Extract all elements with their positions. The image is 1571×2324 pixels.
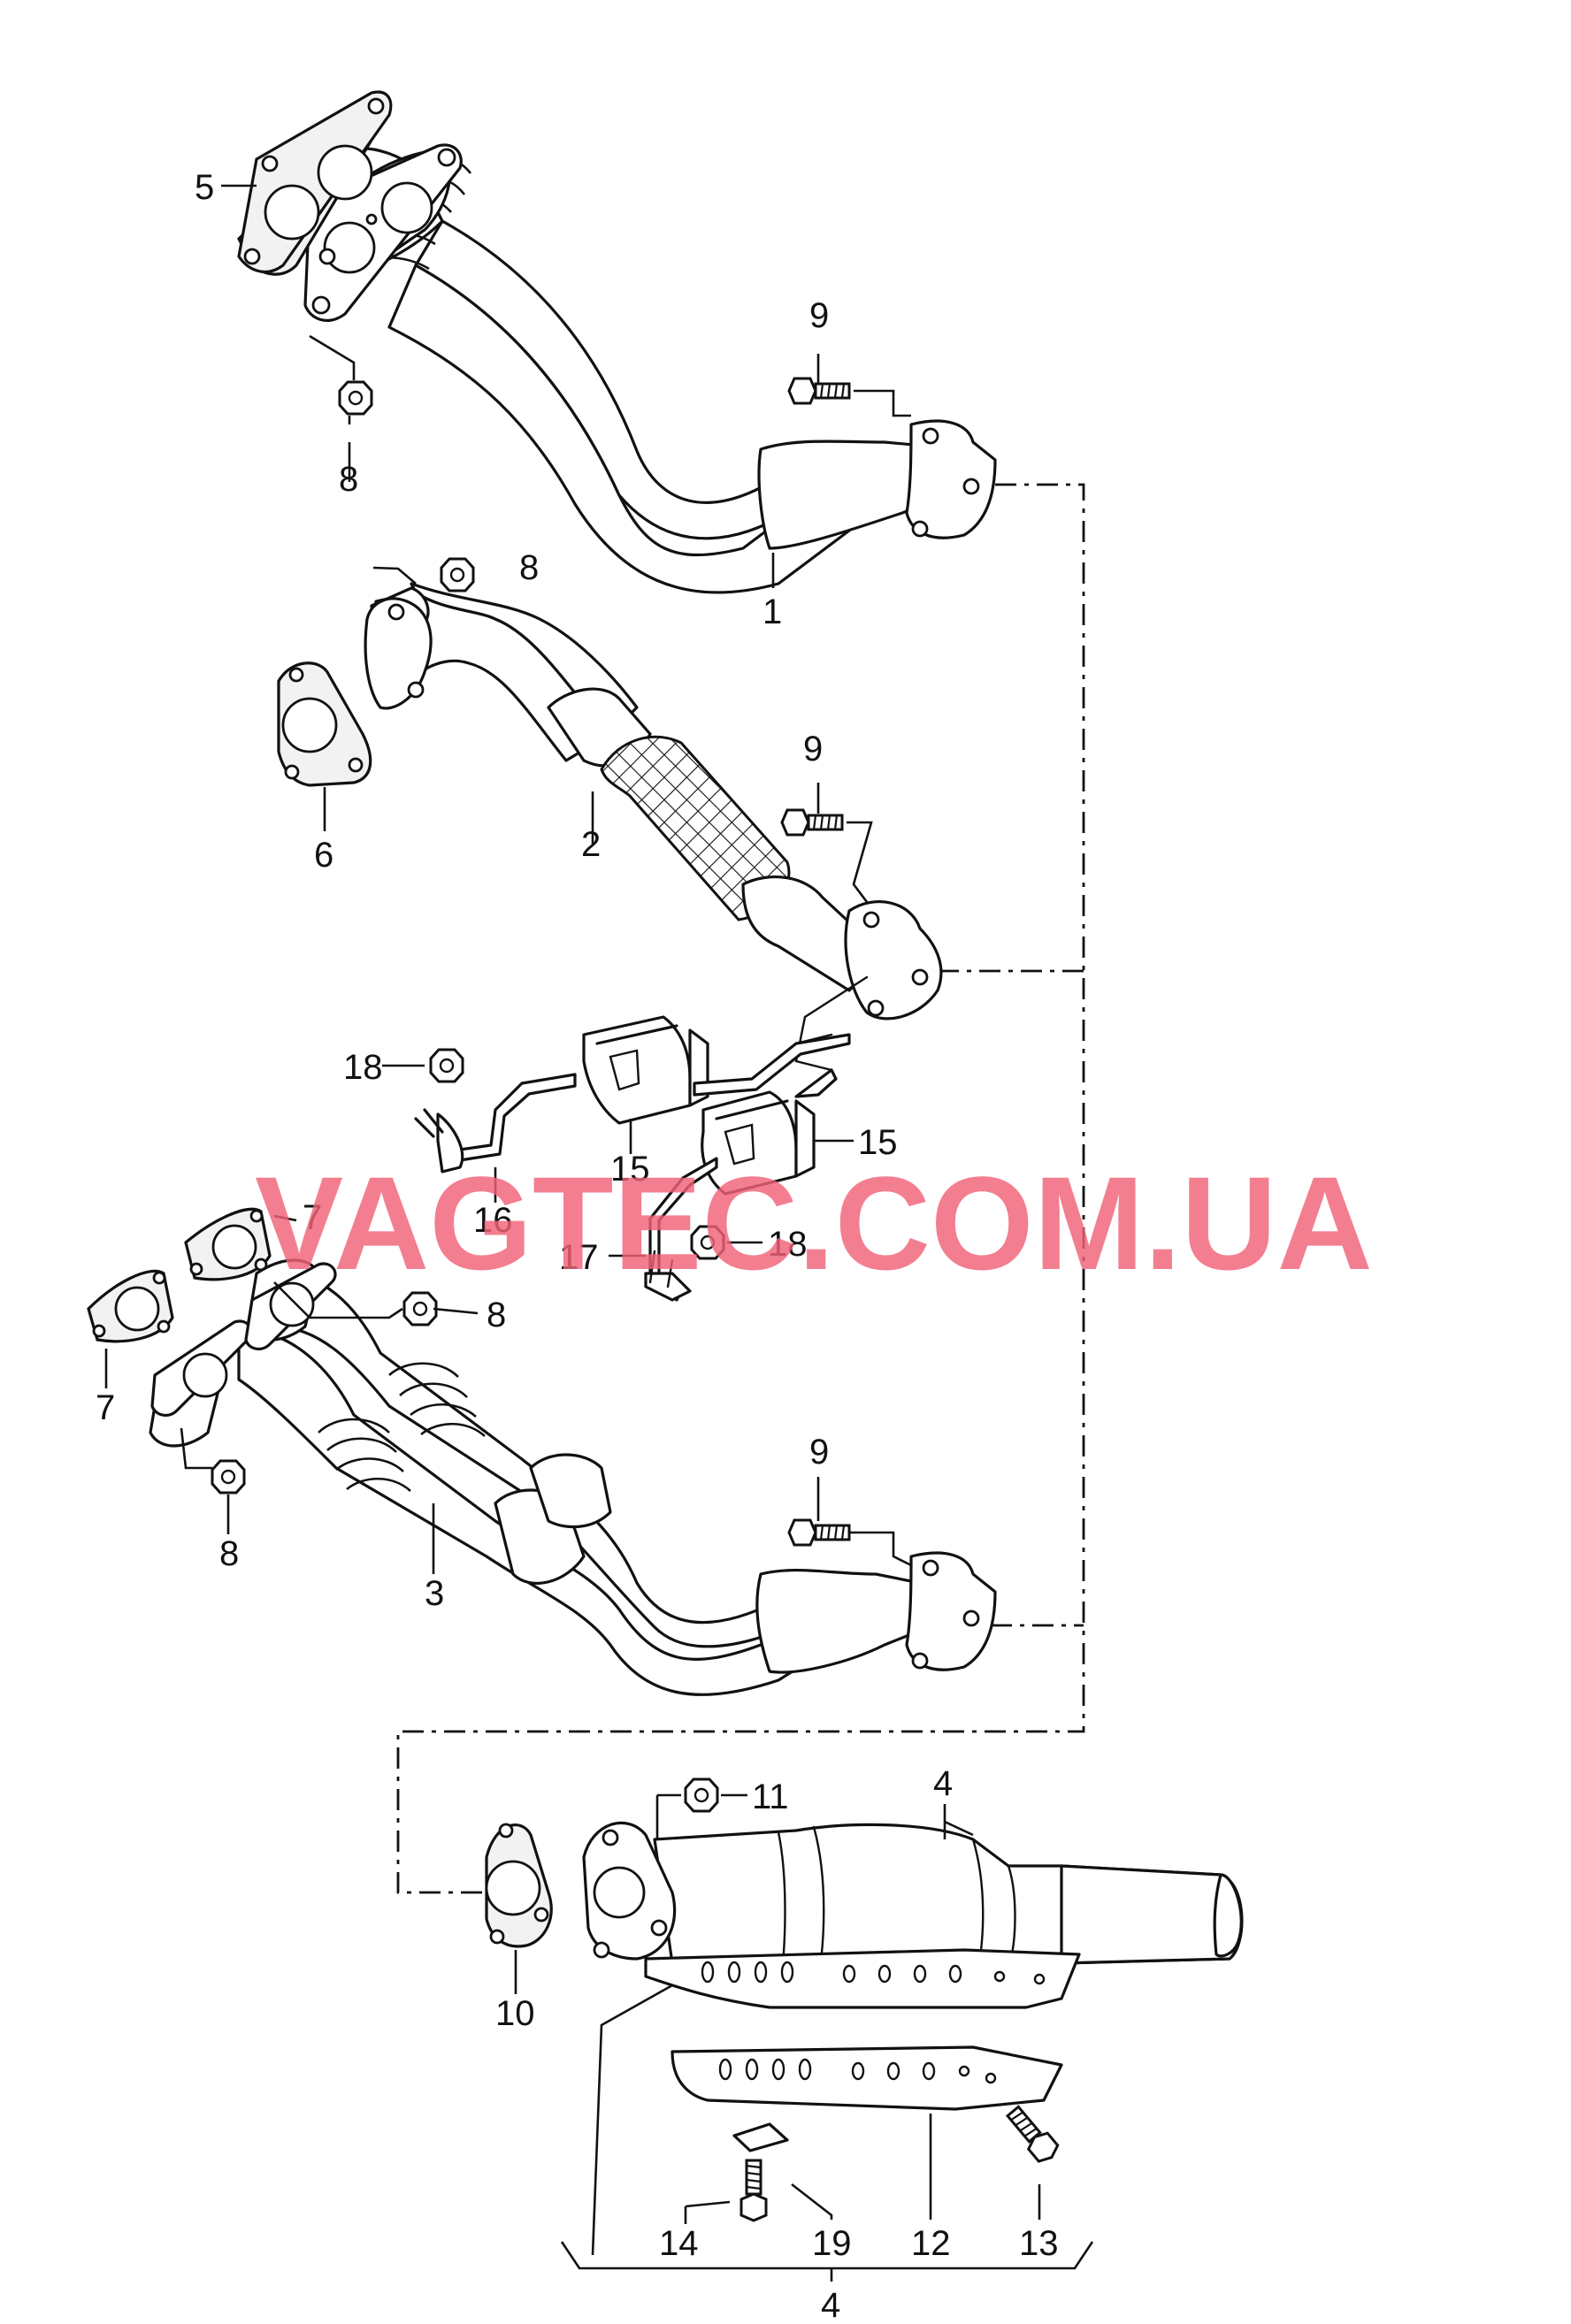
callout-18: 18 <box>343 1048 383 1087</box>
front-exhaust-pipe-3 <box>149 1258 997 1696</box>
flex-pipe-2 <box>364 582 943 1072</box>
callout-15: 15 <box>858 1123 898 1162</box>
callout-11: 11 <box>752 1777 789 1816</box>
leader-lines <box>104 184 1094 2282</box>
callout-4: 4 <box>933 1764 953 1803</box>
callout-1: 1 <box>763 592 782 631</box>
callout-8: 8 <box>339 460 358 499</box>
callout-15: 15 <box>610 1150 650 1189</box>
callout-6: 6 <box>314 836 333 875</box>
heat-shield-upper <box>644 1948 1081 2009</box>
gasket-5 <box>237 90 393 276</box>
callout-19: 19 <box>812 2224 852 2263</box>
callout-7: 7 <box>96 1388 115 1427</box>
callout-8: 8 <box>487 1296 506 1334</box>
gasket-7-left <box>87 1269 174 1343</box>
callout-4: 4 <box>821 2286 840 2324</box>
callout-13: 13 <box>1019 2224 1059 2263</box>
front-exhaust-pipe-1 <box>301 143 997 594</box>
callout-7: 7 <box>303 1198 322 1237</box>
callout-18: 18 <box>768 1225 808 1264</box>
callout-14: 14 <box>659 2224 699 2263</box>
callout-10: 10 <box>495 1994 535 2033</box>
callout-9: 9 <box>809 296 829 335</box>
callout-12: 12 <box>911 2224 951 2263</box>
callout-17: 17 <box>559 1238 599 1277</box>
gasket-10 <box>485 1823 553 1948</box>
callout-9: 9 <box>803 730 823 768</box>
callout-9: 9 <box>809 1433 829 1472</box>
heat-shield-12 <box>671 2045 1063 2152</box>
watermark: VAGTEC.COM.UA <box>255 1149 1373 1297</box>
gasket-6 <box>277 661 372 787</box>
part-callouts: 5 8 9 1 8 6 2 9 18 15 15 16 17 18 7 7 8 … <box>96 168 1059 2324</box>
callout-16: 16 <box>473 1201 513 1240</box>
callout-8: 8 <box>219 1534 239 1573</box>
callout-8: 8 <box>519 548 539 587</box>
gasket-7-right <box>184 1207 272 1281</box>
callout-5: 5 <box>195 168 214 207</box>
hanger-assembly <box>414 1015 851 1302</box>
callout-3: 3 <box>425 1574 444 1613</box>
assembly-connection-lines <box>396 483 1085 1894</box>
callout-2: 2 <box>581 825 601 864</box>
